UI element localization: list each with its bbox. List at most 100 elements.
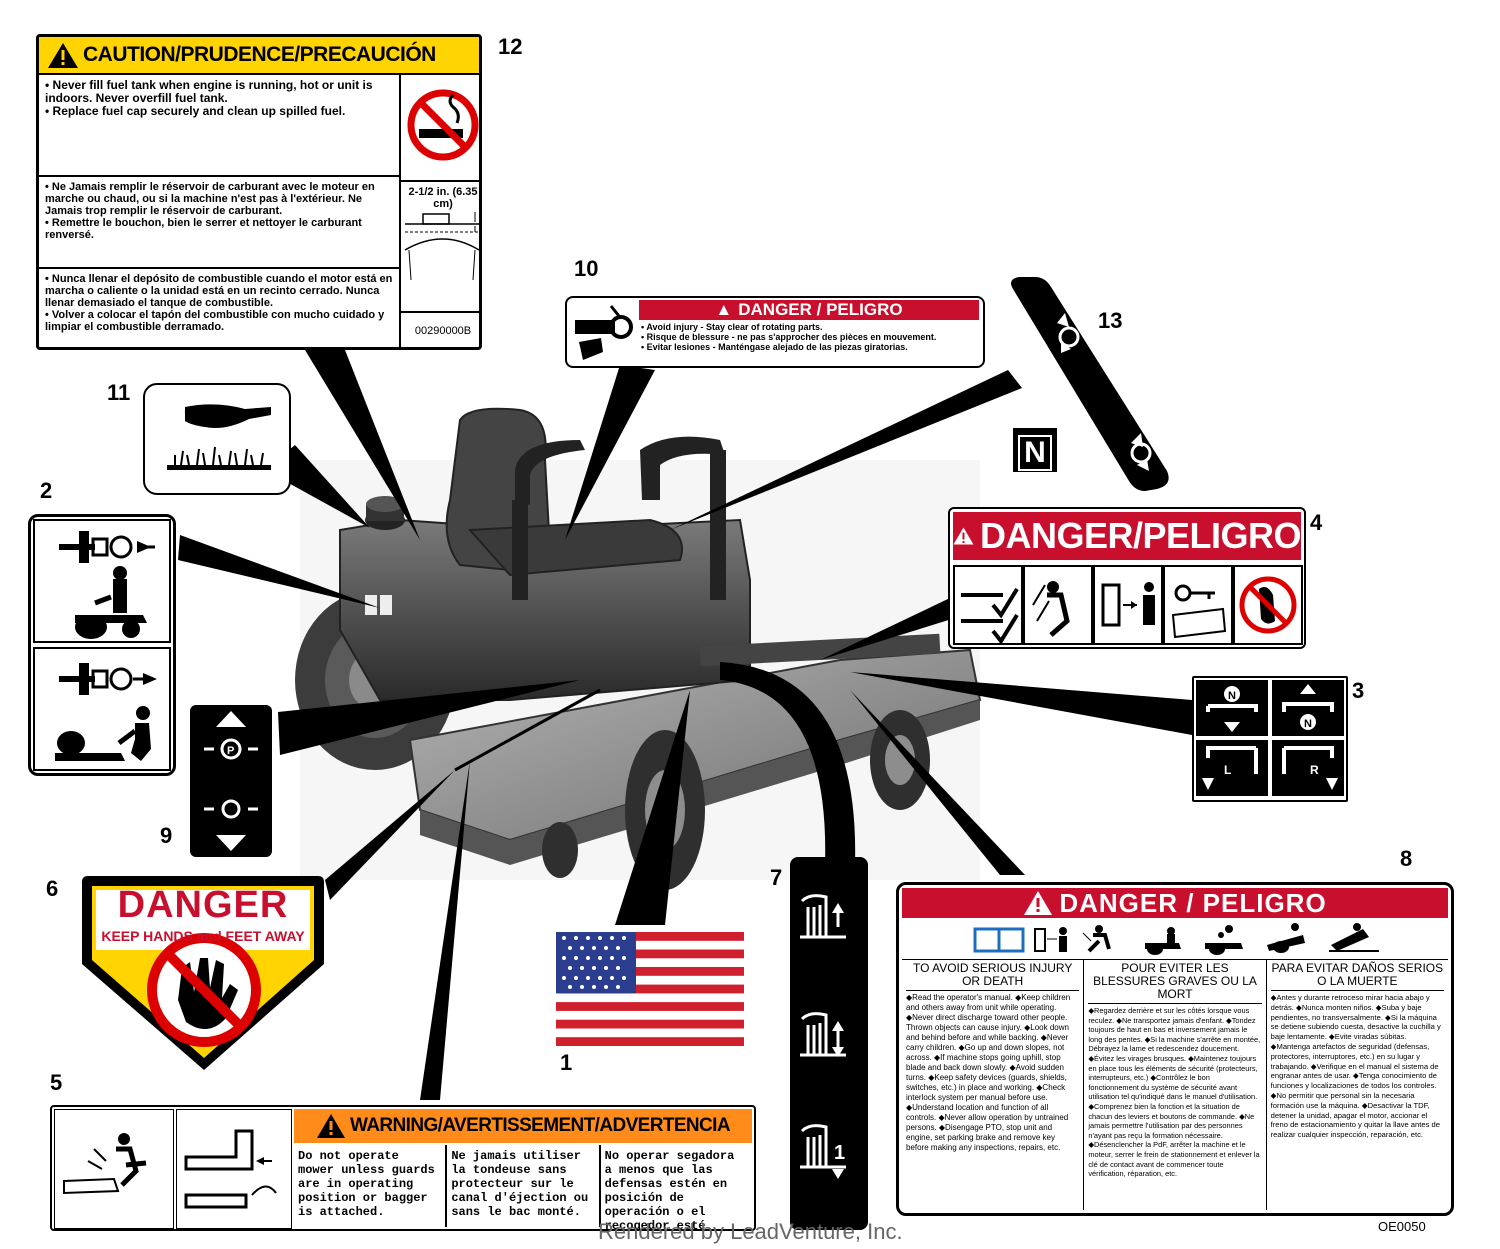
warning-triangle-icon bbox=[317, 1114, 346, 1138]
decal-8-col-fr-head: POUR EVITER LES BLESSURES GRAVES OU LA M… bbox=[1088, 962, 1262, 1004]
rotating-parts-hand-icon bbox=[575, 305, 633, 360]
neutral-icon: N bbox=[1013, 428, 1057, 472]
caution-title: CAUTION/PRUDENCE/PRECAUCIÓN bbox=[83, 43, 436, 66]
thrown-object-icon bbox=[1082, 925, 1111, 953]
decal-4-header: DANGER/PELIGRO bbox=[953, 512, 1302, 560]
svg-text:L: L bbox=[1224, 763, 1231, 777]
forward-neutral-icon: N bbox=[1282, 684, 1334, 730]
leader-4 bbox=[820, 598, 955, 660]
release-brake-icon bbox=[204, 799, 258, 819]
callout-10: 10 bbox=[574, 256, 599, 281]
up-arrow-icon bbox=[216, 711, 246, 727]
leader-3 bbox=[850, 672, 1192, 735]
watermark-text: Rendered by LeadVenture, Inc. bbox=[598, 1219, 903, 1244]
decal-6-keep-hands-away bbox=[82, 876, 324, 1070]
decal-11-hand-grass bbox=[143, 383, 291, 495]
callout-7: 7 bbox=[770, 865, 783, 890]
neutral-position-icon: N bbox=[1206, 686, 1258, 732]
decal-8-col-es-head: PARA EVITAR DAÑOS SERIOS O LA MUERTE bbox=[1270, 962, 1444, 991]
warning-triangle-icon bbox=[1024, 891, 1053, 915]
rider-on-mower-icon bbox=[75, 566, 147, 639]
decal-8-header: DANGER / PELIGRO bbox=[902, 888, 1448, 918]
right-turn-icon: R bbox=[1282, 746, 1338, 790]
keep-away-icon bbox=[1034, 927, 1067, 952]
thrown-objects-icon bbox=[54, 1109, 174, 1229]
callout-5: 5 bbox=[50, 1070, 63, 1095]
leader-13 bbox=[670, 370, 1022, 530]
leader-11 bbox=[265, 445, 370, 528]
pto-disengage-icon bbox=[59, 663, 157, 695]
keep-distance-icon bbox=[1101, 582, 1155, 627]
decal-5-text-es: No operar segadora a menos que las defen… bbox=[604, 1149, 735, 1231]
slope-check-icon bbox=[961, 587, 1019, 645]
svg-text:1: 1 bbox=[834, 1142, 845, 1164]
decal-8-col-en-text: ◆Read the operator's manual. ◆Keep child… bbox=[906, 993, 1071, 1152]
caution-fr-1: • Ne Jamais remplir le réservoir de carb… bbox=[45, 181, 375, 217]
decal-8-col-es-text: ◆Antes y durante retroceso mirar hacia a… bbox=[1270, 993, 1441, 1140]
decal-5-text-fr: Ne jamais utiliser la tondeuse sans prot… bbox=[447, 1145, 601, 1227]
down-arrow-icon bbox=[216, 835, 246, 851]
callout-12: 12 bbox=[498, 34, 523, 59]
reverse-arrow-icon bbox=[1130, 433, 1152, 471]
callout-2: 2 bbox=[40, 478, 53, 503]
remove-key-icon bbox=[1171, 584, 1227, 639]
caution-fr-2: • Remettre le bouchon, bien le serrer et… bbox=[45, 217, 362, 241]
decal-10-danger-rotating: ▲ DANGER / PELIGRO • Avoid injury - Stay… bbox=[565, 296, 985, 368]
decal-5-header: WARNING/AVERTISSEMENT/ADVERTENCIA bbox=[294, 1109, 752, 1143]
leader-6 bbox=[325, 770, 455, 900]
decal-5-warning-discharge: WARNING/AVERTISSEMENT/ADVERTENCIA Do not… bbox=[50, 1105, 756, 1231]
caution-en-1: • Never fill fuel tank when engine is ru… bbox=[45, 78, 373, 105]
warning-triangle-icon bbox=[48, 43, 78, 68]
warning-triangle-icon bbox=[953, 527, 974, 545]
fuel-tank-fill-icon bbox=[404, 212, 479, 281]
thrown-object-icon bbox=[1032, 581, 1070, 637]
decal-1-us-flag bbox=[556, 932, 744, 1046]
svg-text:N: N bbox=[1228, 690, 1236, 702]
decal-6-title: DANGER bbox=[117, 884, 289, 926]
decal-10-line-es: • Evitar lesiones - Manténgase alejado d… bbox=[641, 342, 908, 352]
raise-deck-icon bbox=[800, 894, 846, 939]
svg-text:P: P bbox=[227, 745, 234, 757]
decal-6-subtitle: KEEP HANDS and FEET AWAY bbox=[101, 928, 305, 944]
decal-10-header: ▲ DANGER / PELIGRO bbox=[639, 300, 979, 320]
decal-8-danger-safety-rules: DANGER / PELIGRO TO AVOID SERIOUS INJURY… bbox=[896, 882, 1454, 1216]
caution-en-2: • Replace fuel cap securely and clean up… bbox=[45, 104, 346, 118]
callout-11: 11 bbox=[107, 380, 131, 405]
decal-13-lever-strip bbox=[1011, 277, 1169, 491]
flag-stars bbox=[562, 936, 626, 989]
read-manual-icon bbox=[973, 927, 1025, 953]
park-brake-icon bbox=[204, 738, 258, 760]
leader-10 bbox=[565, 365, 655, 540]
forward-arrow-icon bbox=[1057, 313, 1080, 353]
leader-1 bbox=[615, 690, 690, 925]
callout-13: 13 bbox=[1098, 308, 1123, 333]
left-turn-icon: L bbox=[1202, 746, 1258, 790]
decal-2-pto-control bbox=[28, 514, 176, 776]
caution-part-number: 00290000B bbox=[401, 311, 479, 337]
leader-8 bbox=[850, 690, 1025, 875]
svg-text:N: N bbox=[1304, 718, 1312, 730]
slope-mower-icon bbox=[1267, 923, 1305, 953]
decal-4-danger-icons: DANGER/PELIGRO bbox=[948, 507, 1306, 649]
callout-9: 9 bbox=[160, 823, 173, 848]
decal-7-cutting-height: 1 bbox=[790, 857, 868, 1230]
tipping-mower-icon bbox=[1329, 923, 1379, 952]
caution-es-2: • Volver a colocar el tapón del combusti… bbox=[45, 309, 385, 333]
discharge-guard-icon bbox=[176, 1109, 292, 1229]
figure-code: OE0050 bbox=[1378, 1219, 1426, 1234]
decal-10-title: DANGER / PELIGRO bbox=[738, 300, 903, 319]
decal-3-steering-directions: N N L R bbox=[1192, 676, 1348, 802]
person-near-mower-icon bbox=[55, 706, 151, 761]
leader-2 bbox=[178, 535, 380, 608]
callout-6: 6 bbox=[46, 876, 59, 901]
caution-es-1: • Nunca llenar el depósito de combustibl… bbox=[45, 273, 393, 309]
callout-8: 8 bbox=[1400, 846, 1413, 871]
no-smoking-icon bbox=[407, 89, 479, 161]
leader-9 bbox=[278, 680, 580, 755]
lower-deck-icon bbox=[800, 1124, 846, 1169]
decal-5-title: WARNING/AVERTISSEMENT/ADVERTENCIA bbox=[350, 1115, 731, 1136]
decal-5-text-en: Do not operate mower unless guards are i… bbox=[294, 1145, 448, 1227]
decal-12-caution: CAUTION/PRUDENCE/PRECAUCIÓN • Never fill… bbox=[36, 34, 482, 350]
callout-1: 1 bbox=[560, 1050, 573, 1075]
